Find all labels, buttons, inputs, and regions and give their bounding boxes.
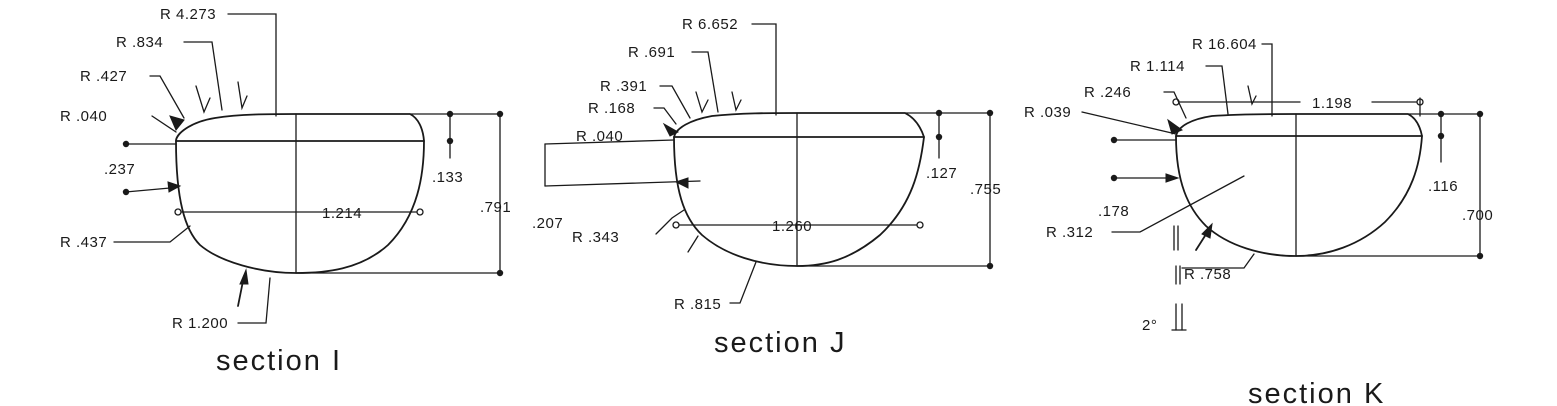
section-k-r-top-mid: R 1.114	[1130, 58, 1185, 75]
section-i-leader-r-bottom	[237, 277, 271, 324]
section-i-left-ext-bottom	[125, 187, 171, 193]
section-k-arrow-r-corner	[1167, 118, 1184, 135]
section-i-total-dot-top	[496, 110, 504, 118]
section-j: 1.260 .127 .755 .207 R 6.652 R .691 R .3…	[532, 16, 1001, 359]
section-j-leader-r-bottom	[729, 261, 757, 304]
section-i-r-corner: R .040	[60, 108, 107, 125]
section-k-angle: 2°	[1142, 317, 1157, 334]
section-k-leader-r-corner	[1081, 111, 1177, 135]
section-i-r-top-large: R 4.273	[160, 6, 216, 23]
section-i: 1.214 .133 .791 .237 R 4.273 R .834 R .4…	[60, 6, 511, 377]
section-i-r-side: R .437	[60, 234, 107, 251]
section-i-arrow-top-2	[237, 81, 248, 111]
section-i-r-top-mid: R .834	[116, 34, 163, 51]
section-k-r-corner: R .039	[1024, 104, 1071, 121]
section-j-r-bottom: R .815	[674, 296, 721, 313]
section-i-width-dim-end-left	[174, 208, 182, 216]
section-i-left-dot-bottom	[122, 188, 130, 196]
section-j-left-ext-bottom	[544, 180, 701, 187]
section-j-leader-r-top-large	[751, 23, 777, 116]
section-i-r-top-small: R .427	[80, 68, 127, 85]
section-i-leader-r-side	[113, 225, 191, 243]
section-k-r-top-large: R 16.604	[1192, 36, 1257, 53]
section-i-title: section I	[216, 345, 342, 377]
section-k-total-dot-top	[1476, 110, 1484, 118]
section-k-dim-total-height: .700	[1462, 207, 1493, 224]
section-k-profile	[1175, 113, 1423, 257]
section-k-dim-top-width: 1.198	[1312, 95, 1352, 112]
section-j-left-arrow	[674, 177, 689, 189]
section-j-width-dim-end-right	[916, 221, 924, 229]
section-k-r-side: R .312	[1046, 224, 1093, 241]
section-k-left-arrow	[1165, 173, 1180, 183]
section-j-leader-r-top-tiny	[653, 107, 677, 125]
section-i-arrow-bottom-head	[239, 268, 249, 285]
section-i-dim-upper-height: .237	[104, 161, 135, 178]
section-i-width-dim-end-right	[416, 208, 424, 216]
section-j-arrow-top-1	[695, 91, 709, 114]
section-k-r-top-small: R .246	[1084, 84, 1131, 101]
section-k: 1.198 .116 .700 .178 R 16.604 R 1.114 R …	[1024, 36, 1493, 406]
section-i-dim-width: 1.214	[322, 205, 362, 222]
section-i-gap-dot-bottom	[446, 137, 454, 145]
section-i-total-dot-bottom	[496, 269, 504, 277]
section-k-left-dot-bottom	[1110, 174, 1118, 182]
section-j-gap-dot-top	[935, 109, 943, 117]
section-j-leader-r-top-mid	[691, 51, 719, 113]
section-k-total-dot-bottom	[1476, 252, 1484, 260]
section-i-gap-dot-top	[446, 110, 454, 118]
section-j-arrow-side	[687, 235, 699, 253]
section-j-width-dim-end-left	[672, 221, 680, 229]
section-j-leader-r-top-small	[659, 85, 691, 119]
section-j-left-ext-top	[544, 139, 675, 145]
section-i-leader-r-corner	[151, 115, 177, 133]
section-k-r-bottom: R .758	[1184, 266, 1231, 283]
section-j-r-corner: R .040	[576, 128, 623, 145]
section-j-r-top-tiny: R .168	[588, 100, 635, 117]
section-k-dim-right-gap: .116	[1428, 178, 1458, 195]
section-k-dim-left-height: .178	[1098, 203, 1129, 220]
section-k-gap-dot-top	[1437, 110, 1445, 118]
section-j-dim-right-gap: .127	[926, 165, 957, 182]
section-j-total-dot-bottom	[986, 262, 994, 270]
section-j-dim-left-height: .207	[532, 215, 563, 232]
section-k-leader-r-bottom	[1181, 253, 1255, 269]
section-j-dim-width: 1.260	[772, 218, 812, 235]
section-j-arrow-top-2	[731, 91, 742, 112]
section-j-total-dot-top	[986, 109, 994, 117]
section-i-leader-r-top-small	[149, 75, 185, 119]
section-i-r-bottom: R 1.200	[172, 315, 228, 332]
section-i-dim-total-height: .791	[480, 199, 511, 216]
section-i-left-dot-top	[122, 140, 130, 148]
section-j-r-side: R .343	[572, 229, 619, 246]
section-k-leader-r-top-mid	[1205, 65, 1229, 115]
section-j-arrow-r-corner	[662, 122, 680, 137]
section-j-r-top-large: R 6.652	[682, 16, 738, 33]
section-i-left-arrow	[167, 181, 182, 193]
section-k-gap-dot-bottom	[1437, 132, 1445, 140]
section-j-r-top-mid: R .691	[628, 44, 675, 61]
section-j-dim-total-height: .755	[970, 181, 1001, 198]
section-i-profile	[175, 113, 425, 274]
section-k-leader-r-top-small	[1163, 91, 1187, 119]
section-j-r-top-small: R .391	[600, 78, 647, 95]
section-i-leader-r-top-large	[227, 13, 277, 117]
section-k-leader-r-side	[1111, 175, 1245, 233]
section-j-leader-r-side	[655, 209, 685, 235]
section-i-arrow-r-corner	[169, 115, 185, 131]
section-k-left-dot-top	[1110, 136, 1118, 144]
section-j-profile	[673, 112, 925, 267]
section-i-arrow-top-1	[195, 85, 211, 114]
section-k-arrow-bottom-head	[1201, 222, 1213, 239]
section-k-leader-r-top-large	[1261, 43, 1273, 117]
section-i-leader-r-top-mid	[183, 41, 223, 111]
section-j-title: section J	[714, 327, 846, 359]
section-j-gap-dot-bottom	[935, 133, 943, 141]
section-k-arrow-top-1	[1247, 85, 1257, 106]
section-k-title: section K	[1248, 378, 1385, 406]
section-i-dim-right-gap: .133	[432, 169, 463, 186]
